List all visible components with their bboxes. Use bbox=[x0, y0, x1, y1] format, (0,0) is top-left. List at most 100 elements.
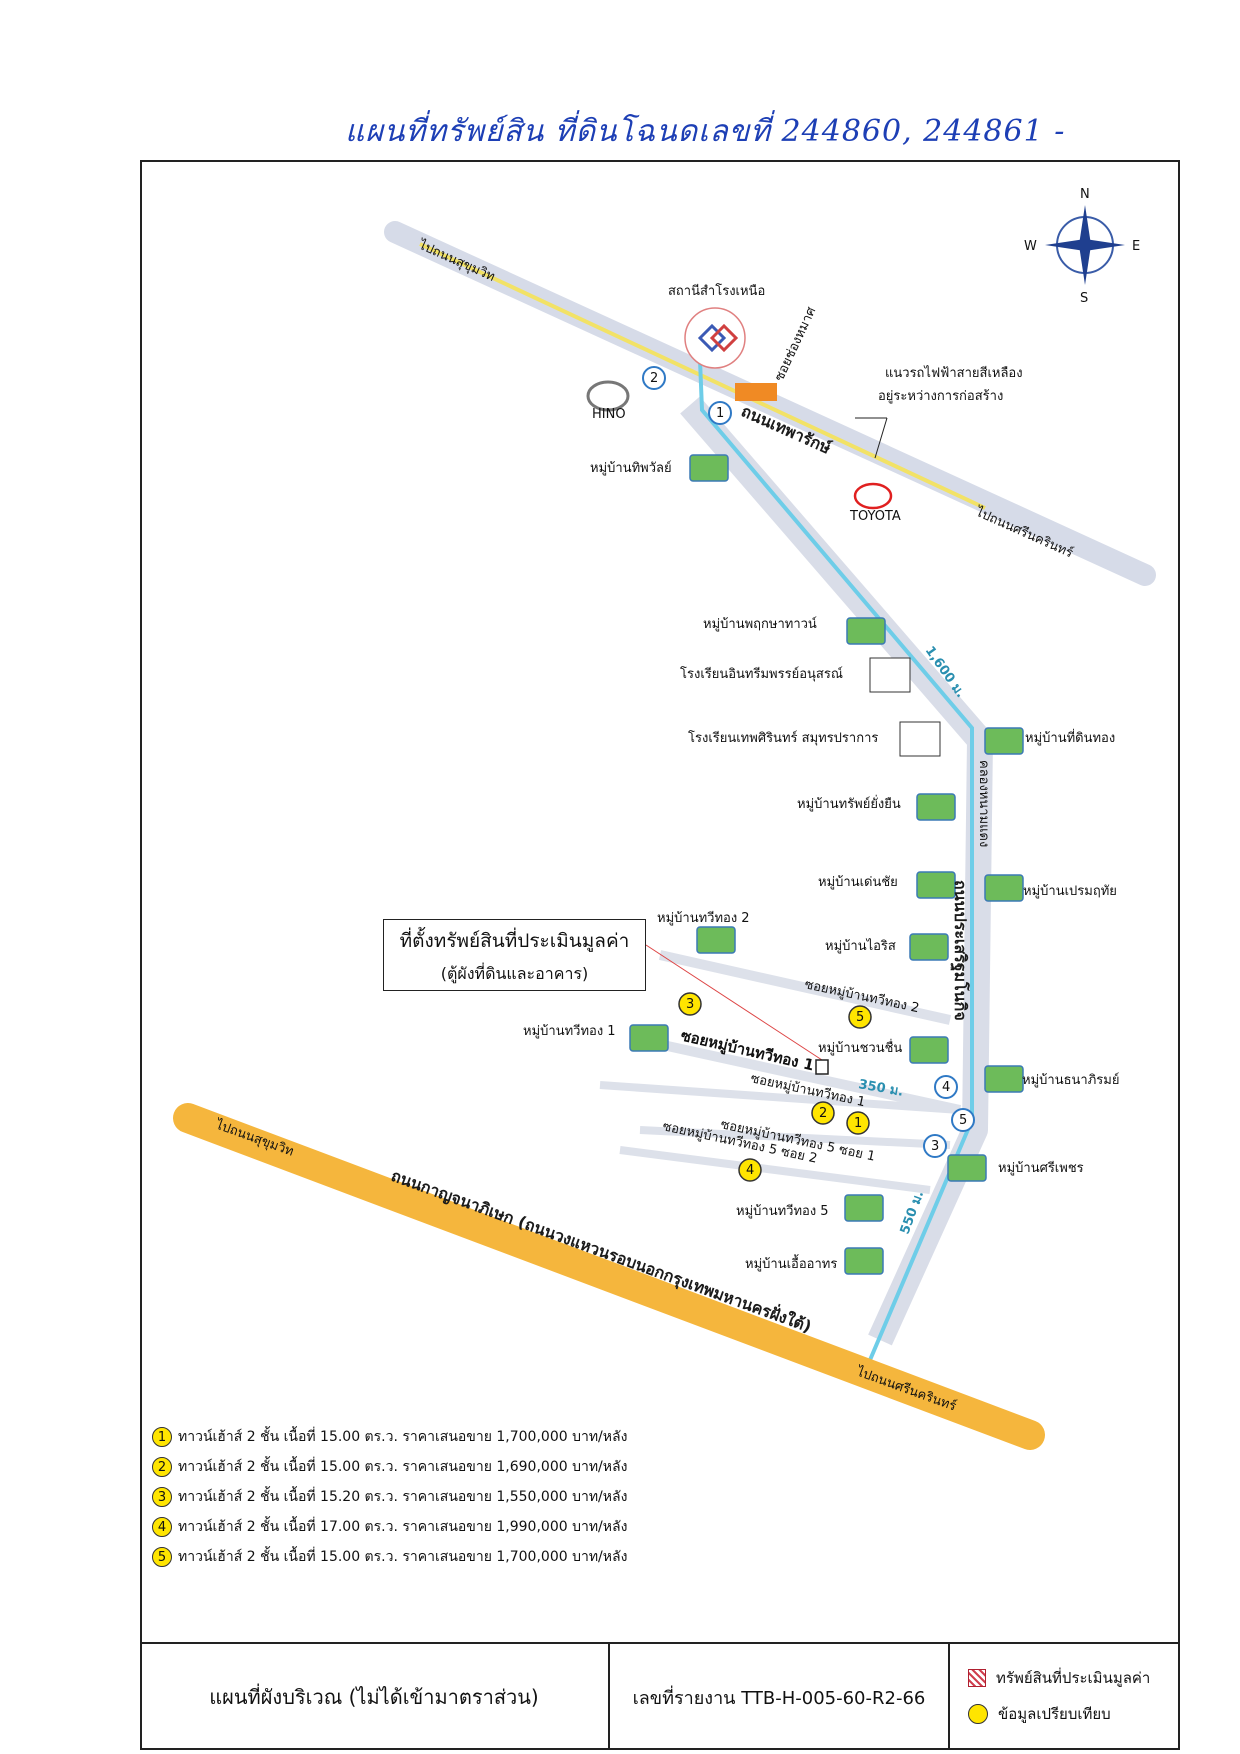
shop-icon bbox=[735, 383, 777, 401]
footer-map-title: แผนที่ผังบริเวณ (ไม่ได้เข้ามาตราส่วน) bbox=[140, 1644, 610, 1750]
label-yellow-line-1: แนวรถไฟฟ้าสายสีเหลือง bbox=[885, 365, 1023, 381]
label-mb-chuan-chuen: หมู่บ้านชวนชื่น bbox=[818, 1039, 902, 1056]
comparable-num: 5 bbox=[152, 1547, 172, 1567]
location-pointer bbox=[645, 944, 823, 1061]
village-icon bbox=[984, 727, 1024, 755]
canal bbox=[698, 359, 974, 1361]
village-icon bbox=[947, 1154, 987, 1182]
village-icon bbox=[846, 617, 886, 645]
kanchana-road bbox=[173, 1103, 1045, 1450]
label-yellow-line-2: อยู่ระหว่างการก่อสร้าง bbox=[878, 389, 1003, 404]
label-mb-thitinthong: หมู่บ้านที่ดินทอง bbox=[1025, 729, 1115, 746]
label-soi-chong: ซอยช่องหมาศ bbox=[772, 304, 820, 383]
yellow-dot-icon bbox=[968, 1704, 988, 1724]
compass-s: S bbox=[1080, 291, 1088, 306]
comparable-row: 5 ทาวน์เฮ้าส์ 2 ชั้น เนื้อที่ 15.00 ตร.ว.… bbox=[152, 1542, 852, 1572]
yellow-line-arrow bbox=[874, 417, 888, 459]
compass-w: W bbox=[1024, 239, 1037, 254]
label-mb-prem-ruethai: หมู่บ้านเปรมฤทัย bbox=[1023, 884, 1117, 899]
village-icon bbox=[916, 871, 956, 899]
village-icon bbox=[689, 454, 729, 482]
village-icon bbox=[909, 933, 949, 961]
label-kanchana-road: ถนนกาญจนาภิเษก (ถนนวงแหวนรอบนอกกรุงเทพมห… bbox=[388, 1164, 814, 1337]
label-school-1: โรงเรียนอินทรีมพรรย์อนุสรณ์ bbox=[680, 666, 843, 682]
hino-logo-icon bbox=[586, 380, 630, 412]
label-to-sukhumvit-top: ไปถนนสุขุมวิท bbox=[415, 237, 497, 285]
footer-legend: ทรัพย์สินที่ประเมินมูลค่า ข้อมูลเปรียบเท… bbox=[950, 1644, 1180, 1750]
comp-marker-4: 4 bbox=[746, 1163, 754, 1178]
label-mb-pruksa: หมู่บ้านพฤกษาทาวน์ bbox=[703, 616, 817, 632]
prasert-road bbox=[680, 396, 993, 1346]
property-location-box: ที่ตั้งทรัพย์สินที่ประเมินมูลค่า (ตู้ผัง… bbox=[383, 919, 646, 991]
comparable-text: ทาวน์เฮ้าส์ 2 ชั้น เนื้อที่ 17.00 ตร.ว. … bbox=[178, 1519, 628, 1535]
soi-thaweethong-1b bbox=[599, 1081, 961, 1114]
hatch-icon bbox=[968, 1669, 986, 1687]
footer-report-number: เลขที่รายงาน TTB-H-005-60-R2-66 bbox=[610, 1644, 950, 1750]
compass-e: E bbox=[1132, 239, 1140, 254]
comparable-num: 4 bbox=[152, 1517, 172, 1537]
label-mb-ue-arthorn: หมู่บ้านเอื้ออาทร bbox=[745, 1254, 837, 1272]
handwritten-title: แผนที่ทรัพย์สิน ที่ดินโฉนดเลขที่ 244860,… bbox=[345, 114, 1066, 149]
village-icon bbox=[916, 793, 956, 821]
legend-property: ทรัพย์สินที่ประเมินมูลค่า bbox=[996, 1669, 1151, 1687]
school-icon bbox=[869, 657, 911, 693]
village-icon bbox=[844, 1194, 884, 1222]
label-mb-thaweethong-5: หมู่บ้านทวีทอง 5 bbox=[736, 1203, 829, 1219]
property-marker bbox=[815, 1059, 829, 1075]
village-icon bbox=[629, 1024, 669, 1052]
comparable-text: ทาวน์เฮ้าส์ 2 ชั้น เนื้อที่ 15.00 ตร.ว. … bbox=[178, 1549, 628, 1565]
footer: แผนที่ผังบริเวณ (ไม่ได้เข้ามาตราส่วน) เล… bbox=[140, 1642, 1180, 1750]
label-hino: HINO bbox=[592, 407, 626, 422]
village-icon bbox=[696, 926, 736, 954]
comp-marker-1: 1 bbox=[854, 1116, 862, 1131]
route-marker-5: 5 bbox=[959, 1113, 967, 1128]
village-icon bbox=[984, 1065, 1024, 1093]
label-mb-thipwan: หมู่บ้านทิพวัลย์ bbox=[590, 460, 672, 476]
village-icon bbox=[909, 1036, 949, 1064]
label-mb-sap-yang-yuen: หมู่บ้านทรัพย์ยั่งยืน bbox=[797, 795, 901, 812]
label-mb-thana-phirom: หมู่บ้านธนาภิรมย์ bbox=[1022, 1072, 1119, 1088]
comparable-num: 2 bbox=[152, 1457, 172, 1477]
comparable-row: 1 ทาวน์เฮ้าส์ 2 ชั้น เนื้อที่ 15.00 ตร.ว.… bbox=[152, 1422, 852, 1452]
comparable-num: 3 bbox=[152, 1487, 172, 1507]
legend-compare: ข้อมูลเปรียบเทียบ bbox=[998, 1705, 1111, 1723]
location-title: ที่ตั้งทรัพย์สินที่ประเมินมูลค่า bbox=[399, 930, 630, 952]
location-sub: (ตู้ผังที่ดินและอาคาร) bbox=[440, 964, 589, 983]
village-icon bbox=[844, 1247, 884, 1275]
comparable-row: 2 ทาวน์เฮ้าส์ 2 ชั้น เนื้อที่ 15.00 ตร.ว.… bbox=[152, 1452, 852, 1482]
soi-thaweethong-1 bbox=[638, 1035, 962, 1115]
label-school-2: โรงเรียนเทพศิรินทร์ สมุทรปราการ bbox=[688, 730, 878, 746]
label-toyota: TOYOTA bbox=[849, 509, 901, 524]
compass-icon: N E S W bbox=[1024, 187, 1140, 306]
comparables-legend: 1 ทาวน์เฮ้าส์ 2 ชั้น เนื้อที่ 15.00 ตร.ว.… bbox=[152, 1422, 852, 1572]
toyota-logo-icon bbox=[853, 482, 893, 510]
comp-marker-5: 5 bbox=[856, 1010, 864, 1025]
label-mb-sri-phet: หมู่บ้านศรีเพชร bbox=[998, 1160, 1084, 1176]
comparable-row: 3 ทาวน์เฮ้าส์ 2 ชั้น เนื้อที่ 15.20 ตร.ว.… bbox=[152, 1482, 852, 1512]
comparable-text: ทาวน์เฮ้าส์ 2 ชั้น เนื้อที่ 15.00 ตร.ว. … bbox=[178, 1459, 628, 1475]
soi-tt5-2 bbox=[619, 1146, 931, 1194]
soi-tt5-1 bbox=[639, 1126, 951, 1149]
route-marker-1: 1 bbox=[716, 406, 724, 421]
label-mb-iris: หมู่บ้านไอริส bbox=[825, 938, 896, 954]
station-icon bbox=[684, 307, 746, 369]
route-marker-4: 4 bbox=[942, 1080, 950, 1095]
comp-marker-3: 3 bbox=[686, 997, 694, 1012]
soi-thaweethong-2 bbox=[658, 950, 952, 1025]
label-mb-thaweethong-2: หมู่บ้านทวีทอง 2 bbox=[657, 910, 750, 926]
label-prasert-road: ถนนประเสริฐมโนกิจ bbox=[950, 880, 971, 1021]
village-icon bbox=[984, 874, 1024, 902]
comp-marker-2: 2 bbox=[819, 1106, 827, 1121]
label-mb-thaweethong-1: หมู่บ้านทวีทอง 1 bbox=[523, 1023, 616, 1039]
comparable-num: 1 bbox=[152, 1427, 172, 1447]
route-marker-2: 2 bbox=[650, 371, 658, 386]
label-station: สถานีสำโรงเหนือ bbox=[668, 283, 765, 299]
compass-n: N bbox=[1080, 187, 1090, 202]
comparable-row: 4 ทาวน์เฮ้าส์ 2 ชั้น เนื้อที่ 17.00 ตร.ว.… bbox=[152, 1512, 852, 1542]
map-frame bbox=[140, 160, 1180, 1750]
route-marker-3: 3 bbox=[931, 1139, 939, 1154]
school-icon bbox=[899, 721, 941, 757]
comparable-text: ทาวน์เฮ้าส์ 2 ชั้น เนื้อที่ 15.20 ตร.ว. … bbox=[178, 1489, 628, 1505]
comparable-text: ทาวน์เฮ้าส์ 2 ชั้น เนื้อที่ 15.00 ตร.ว. … bbox=[178, 1429, 628, 1445]
